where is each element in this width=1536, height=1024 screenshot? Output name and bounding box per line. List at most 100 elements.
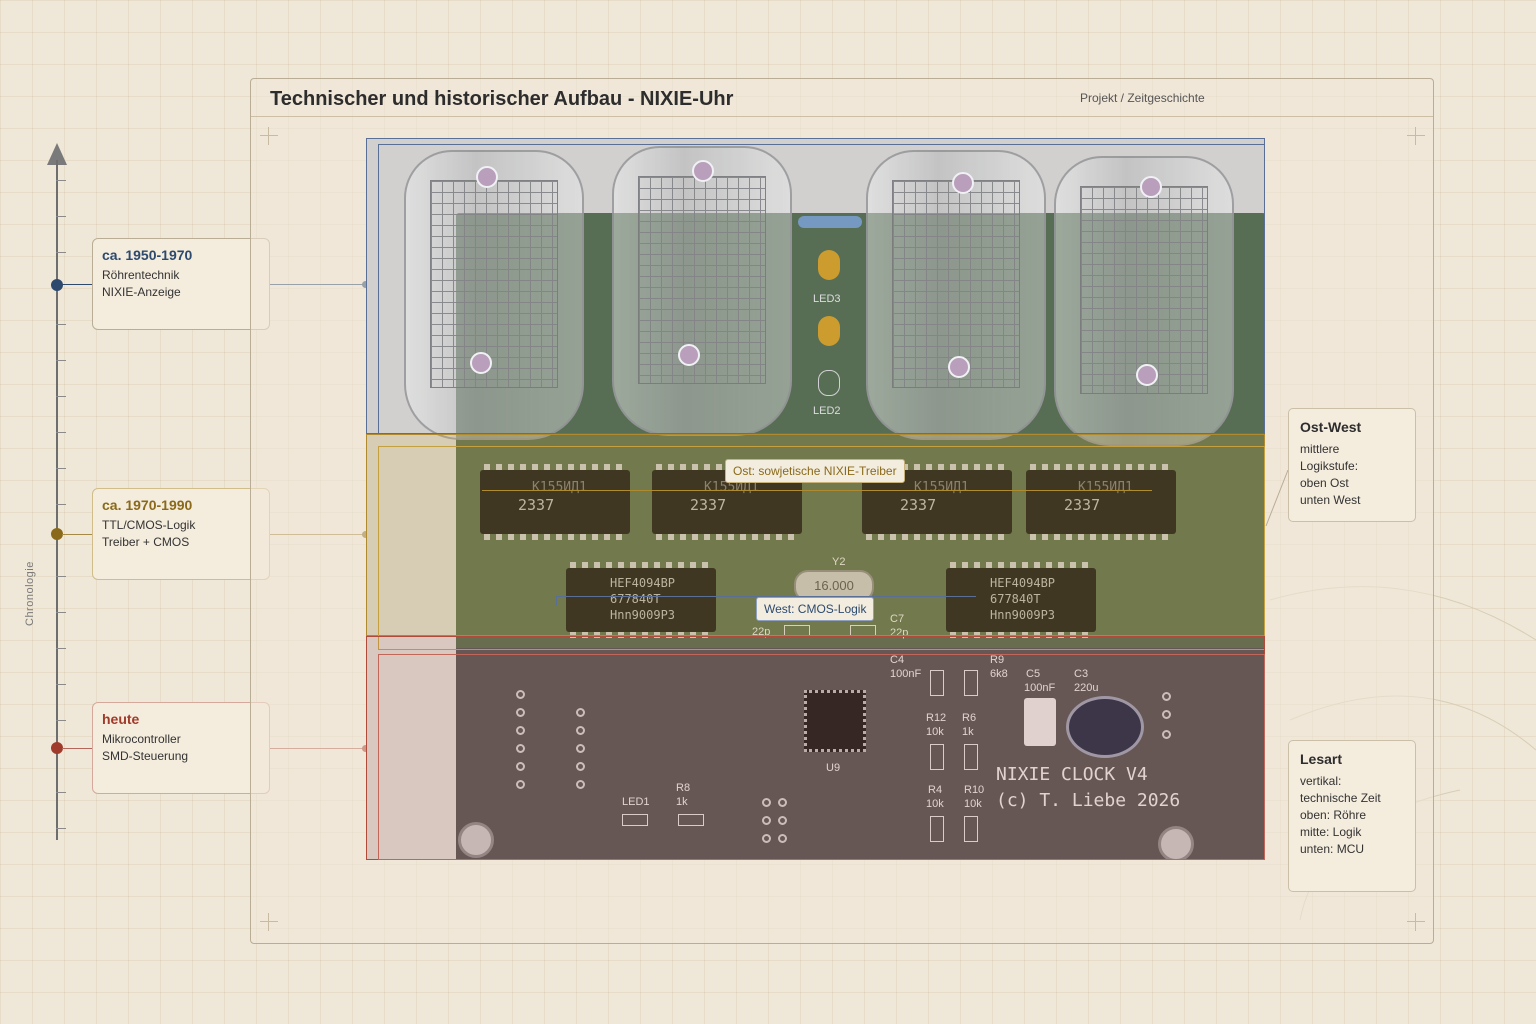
crosshair-icon [1407, 913, 1425, 931]
era-connector [62, 748, 92, 749]
nixie-tube [1054, 156, 1234, 446]
nixie-tube [866, 150, 1046, 440]
note-line: Logikstufe: [1300, 459, 1359, 473]
breadcrumb: Projekt / Zeitgeschichte [1080, 91, 1205, 105]
silk-r12: R12 [926, 712, 947, 724]
note-line: mittlere [1300, 442, 1340, 456]
silk-r9: R9 [990, 654, 1005, 666]
mounting-screw [458, 822, 494, 858]
note-line: technische Zeit [1300, 791, 1381, 805]
resistor-smd [678, 814, 704, 826]
era-line: TTL/CMOS-Logik [102, 518, 196, 532]
note-connector [1265, 470, 1289, 527]
silk-c3-value: 220u [1074, 682, 1099, 694]
note-line: oben: Röhre [1300, 808, 1367, 822]
era-marker-mcu [51, 742, 63, 754]
mcu-chip [804, 690, 866, 752]
silk-r6-value: 1k [962, 726, 974, 738]
silk-brand-line1: NIXIE CLOCK V4 [996, 764, 1148, 785]
zone-mcu-inner [378, 654, 1265, 860]
timeline-tick [56, 180, 66, 181]
crosshair-icon [260, 913, 278, 931]
silk-led2: LED2 [813, 405, 841, 417]
timeline-tick [56, 720, 66, 721]
resistor [798, 216, 862, 228]
silk-r4: R4 [928, 784, 943, 796]
zone-tube-inner [378, 144, 1265, 434]
era-line: Mikrocontroller [102, 732, 181, 746]
note-title: Lesart [1300, 751, 1343, 767]
timeline-tick [56, 648, 66, 649]
silk-c5: C5 [1026, 668, 1041, 680]
era-line: NIXIE-Anzeige [102, 285, 181, 299]
zone-logic-inner [378, 446, 1265, 650]
silk-c3: C3 [1074, 668, 1089, 680]
led-yellow [818, 316, 840, 346]
note-line: vertikal: [1300, 774, 1342, 788]
resistor-smd [964, 816, 978, 842]
silk-r8-value: 1k [676, 796, 688, 808]
east-group-line [482, 490, 1152, 491]
silk-led1: LED1 [622, 796, 650, 808]
timeline-arrow [47, 143, 67, 165]
film-capacitor [1024, 698, 1056, 746]
note-title: Ost-West [1300, 419, 1362, 435]
timeline-axis [56, 160, 58, 840]
resistor-smd [964, 744, 978, 770]
led-yellow [818, 250, 840, 280]
resistor-smd [930, 816, 944, 842]
west-group-tick [556, 596, 557, 606]
era-connector [62, 284, 92, 285]
resistor-smd [964, 670, 978, 696]
timeline-tick [56, 360, 66, 361]
silk-c7: C7 [890, 613, 905, 625]
timeline-tick [56, 432, 66, 433]
nixie-tube [612, 146, 792, 436]
pcb-board-mcu-area [456, 648, 1265, 860]
timeline-tick [56, 684, 66, 685]
silk-r12-value: 10k [926, 726, 944, 738]
header-divider [251, 116, 1433, 117]
crosshair-icon [260, 127, 278, 145]
timeline-tick [56, 396, 66, 397]
timeline-tick [56, 792, 66, 793]
timeline-tick [56, 612, 66, 613]
led-smd [622, 814, 648, 826]
west-group-line [556, 596, 976, 597]
note-ost-west: Ost-West mittlere Logikstufe: oben Ost u… [1288, 408, 1416, 522]
crosshair-icon [1407, 127, 1425, 145]
led-outline [818, 370, 840, 396]
silk-r6: R6 [962, 712, 977, 724]
era-card-mcu: heute Mikrocontroller SMD-Steuerung [92, 702, 270, 794]
page-title: Technischer und historischer Aufbau - NI… [270, 88, 734, 110]
silk-y2: Y2 [832, 556, 846, 568]
mounting-screw [1158, 826, 1194, 860]
zone-mcu [366, 636, 1265, 860]
silk-brand-line2: (c) T. Liebe 2026 [996, 790, 1181, 811]
timeline-axis-label: Chronologie [24, 561, 36, 626]
timeline-tick [56, 324, 66, 325]
timeline-tick [56, 504, 66, 505]
note-line: oben Ost [1300, 476, 1349, 490]
timeline-tick [56, 216, 66, 217]
silk-c4: C4 [890, 654, 905, 666]
nixie-tube [404, 150, 584, 440]
zone-tube [366, 138, 1265, 434]
era-line: SMD-Steuerung [102, 749, 189, 763]
silk-c4-value: 100nF [890, 668, 922, 680]
era-connector [62, 534, 92, 535]
tag-west: West: CMOS-Logik [756, 597, 875, 621]
era-marker-logic [51, 528, 63, 540]
timeline-tick [56, 828, 66, 829]
silk-u9: U9 [826, 762, 841, 774]
era-period: ca. 1950-1970 [102, 247, 193, 263]
silk-r9-value: 6k8 [990, 668, 1008, 680]
silk-r8: R8 [676, 782, 691, 794]
note-lesart: Lesart vertikal: technische Zeit oben: R… [1288, 740, 1416, 892]
silk-r4-value: 10k [926, 798, 944, 810]
note-line: mitte: Logik [1300, 825, 1362, 839]
era-marker-tube [51, 279, 63, 291]
timeline-tick [56, 576, 66, 577]
